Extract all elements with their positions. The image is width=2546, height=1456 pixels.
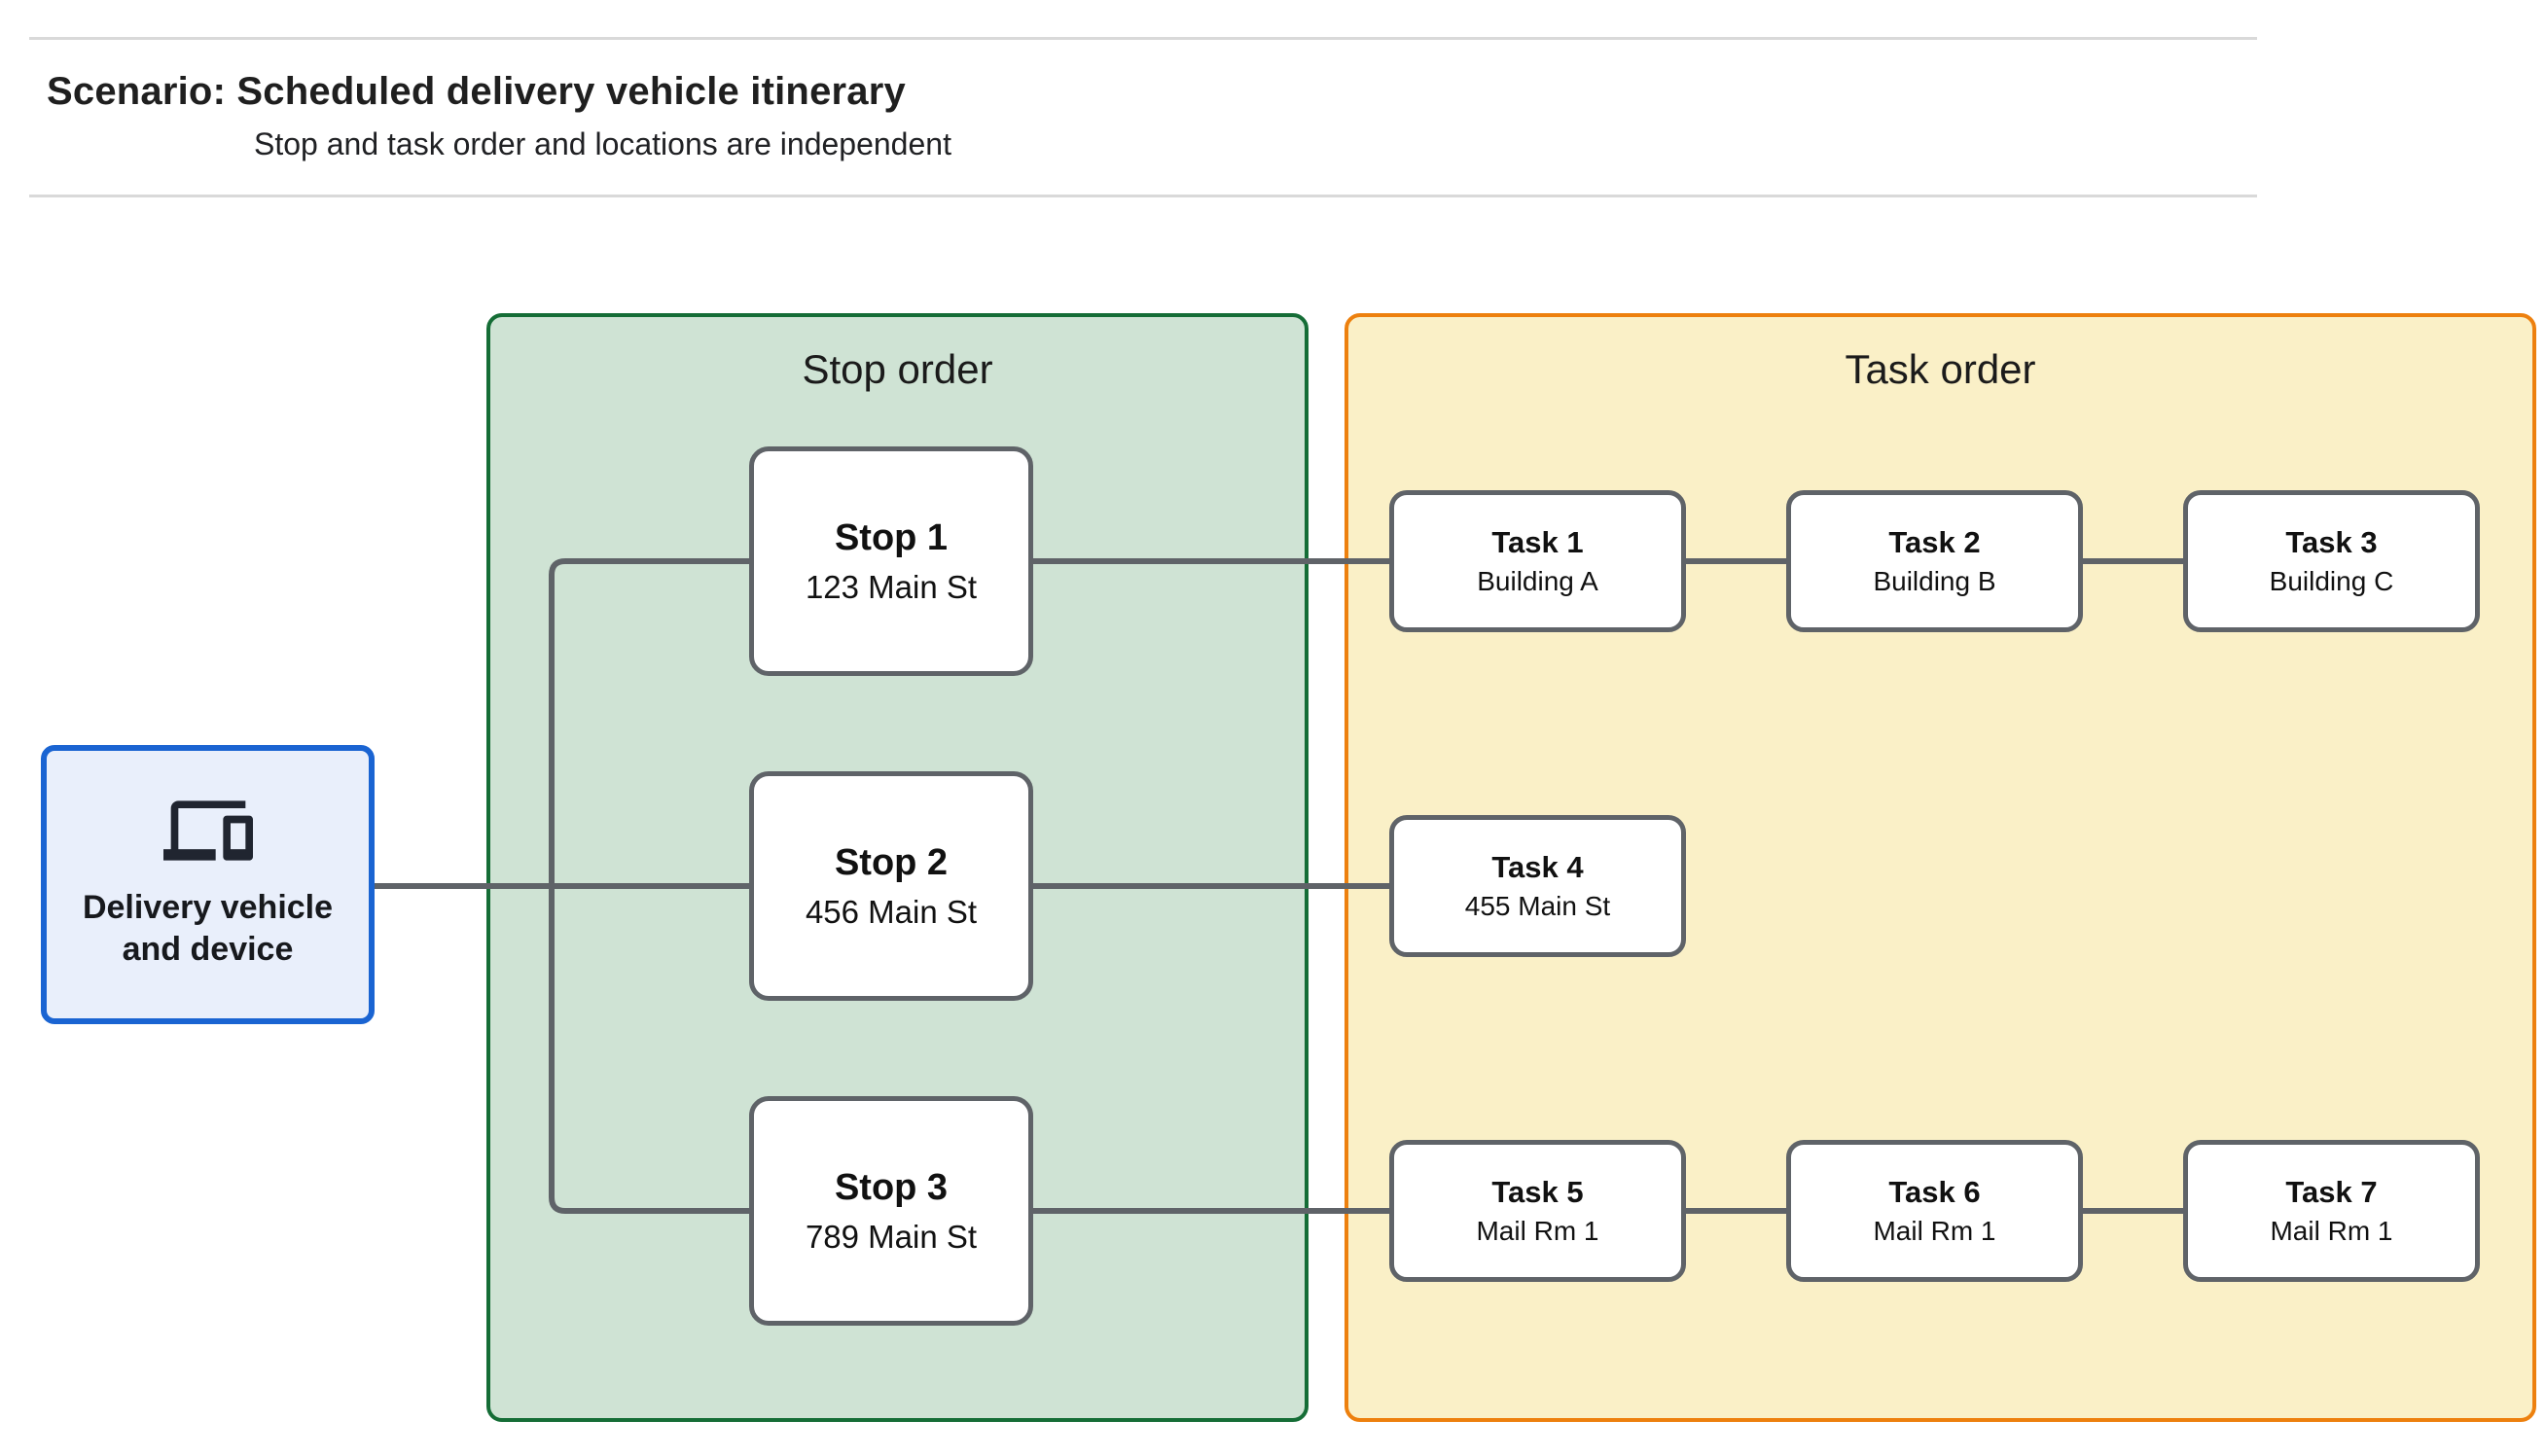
task-node-7: Task 7 Mail Rm 1 bbox=[2183, 1140, 2480, 1282]
stop-name: Stop 1 bbox=[834, 516, 949, 558]
task-node-3: Task 3 Building C bbox=[2183, 490, 2480, 632]
task-location: 455 Main St bbox=[1464, 891, 1611, 921]
stop-node-1: Stop 1 123 Main St bbox=[749, 446, 1033, 676]
task-location: Building B bbox=[1873, 566, 1996, 596]
task-node-5: Task 5 Mail Rm 1 bbox=[1389, 1140, 1686, 1282]
page-subtitle: Stop and task order and locations are in… bbox=[254, 126, 951, 161]
task-name: Task 5 bbox=[1491, 1175, 1584, 1209]
delivery-vehicle-label-line1: Delivery vehicle bbox=[82, 888, 334, 926]
stop-node-3: Stop 3 789 Main St bbox=[749, 1096, 1033, 1326]
task-location: Mail Rm 1 bbox=[2270, 1216, 2393, 1246]
delivery-vehicle-label: Delivery vehicle and device bbox=[83, 887, 333, 971]
task-location: Mail Rm 1 bbox=[1873, 1216, 1996, 1246]
divider-top bbox=[29, 37, 2257, 40]
task-location: Building C bbox=[2269, 566, 2394, 596]
stop-name: Stop 2 bbox=[834, 841, 949, 883]
stop-order-panel-title: Stop order bbox=[802, 346, 993, 392]
stop-node-2: Stop 2 456 Main St bbox=[749, 771, 1033, 1001]
task-name: Task 7 bbox=[2285, 1175, 2378, 1209]
task-order-panel-title: Task order bbox=[1845, 346, 2036, 392]
page-title-prefix: Scenario: bbox=[47, 70, 227, 113]
divider-bottom bbox=[29, 195, 2257, 197]
task-node-2: Task 2 Building B bbox=[1786, 490, 2083, 632]
task-location: Mail Rm 1 bbox=[1476, 1216, 1599, 1246]
devices-icon bbox=[162, 800, 253, 861]
task-node-1: Task 1 Building A bbox=[1389, 490, 1686, 632]
task-name: Task 6 bbox=[1888, 1175, 1981, 1209]
delivery-vehicle-box: Delivery vehicle and device bbox=[41, 745, 375, 1024]
stop-name: Stop 3 bbox=[834, 1166, 949, 1208]
stop-location: 123 Main St bbox=[805, 568, 978, 605]
page-title-main: Scheduled delivery vehicle itinerary bbox=[236, 70, 906, 113]
task-location: Building A bbox=[1477, 566, 1598, 596]
task-node-4: Task 4 455 Main St bbox=[1389, 815, 1686, 957]
task-name: Task 4 bbox=[1491, 850, 1584, 884]
task-name: Task 1 bbox=[1491, 525, 1584, 559]
task-name: Task 2 bbox=[1888, 525, 1981, 559]
page-title: Scenario: Scheduled delivery vehicle iti… bbox=[47, 70, 906, 114]
stop-location: 789 Main St bbox=[805, 1218, 978, 1255]
stop-location: 456 Main St bbox=[805, 893, 978, 930]
task-name: Task 3 bbox=[2285, 525, 2378, 559]
delivery-vehicle-label-line2: and device bbox=[122, 930, 294, 968]
task-node-6: Task 6 Mail Rm 1 bbox=[1786, 1140, 2083, 1282]
connector-trunk-stops bbox=[549, 558, 749, 1214]
